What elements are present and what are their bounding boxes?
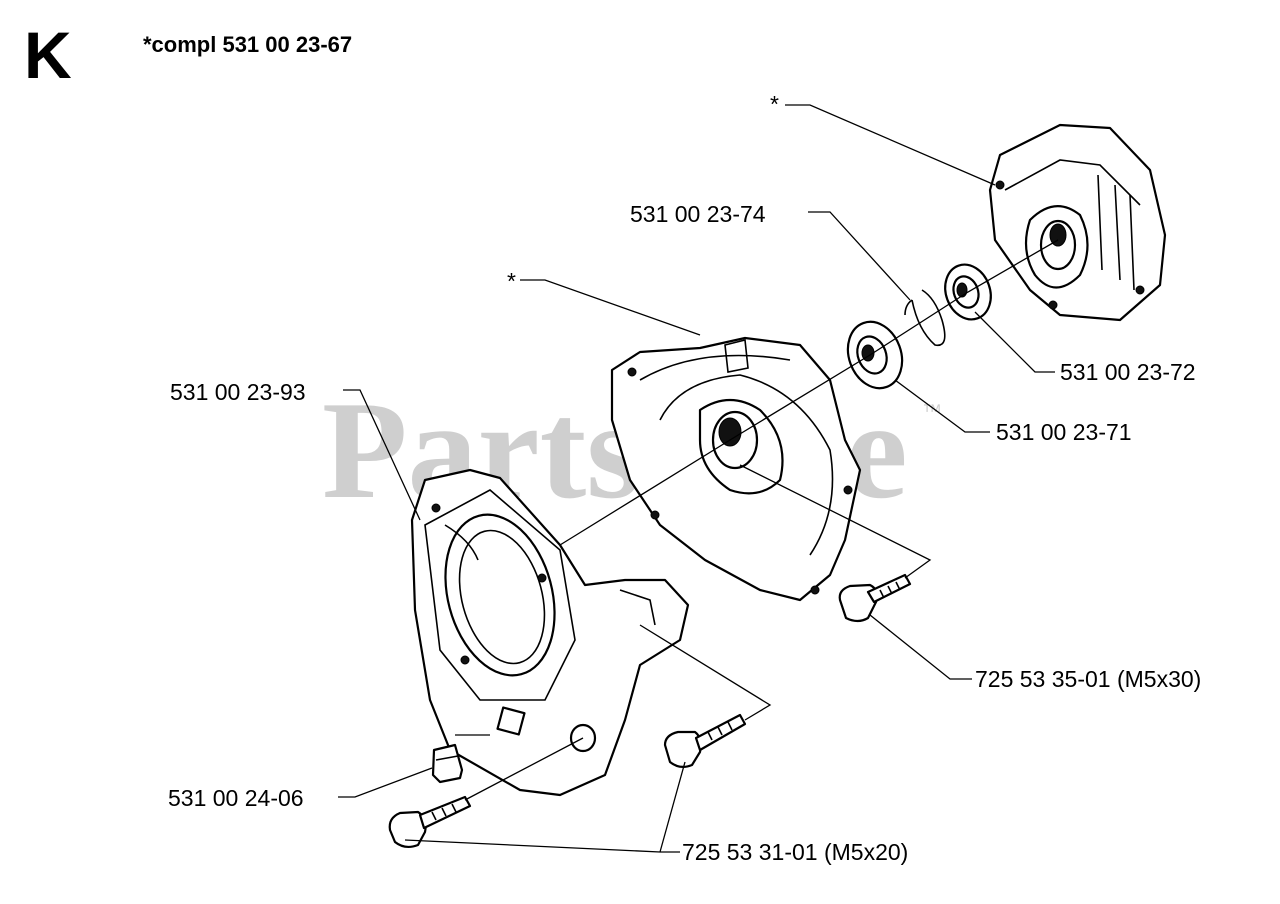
screw-m5x20-middle[interactable] <box>663 713 747 769</box>
callout-screw-m5x20: 725 53 31-01 (M5x20) <box>682 839 908 865</box>
callout-bearing-large: 531 00 23-71 <box>996 419 1132 445</box>
screw-m5x20-left[interactable] <box>388 795 472 849</box>
crankcase-left-half[interactable] <box>610 336 862 602</box>
circlip[interactable] <box>904 289 946 347</box>
screw-m5x30[interactable] <box>838 573 912 623</box>
callout-fan-housing: 531 00 23-93 <box>170 379 306 405</box>
callout-bearing-small: 531 00 23-72 <box>1060 359 1196 385</box>
cover-clip[interactable] <box>431 743 464 784</box>
complete-assembly-note: *compl 531 00 23-67 <box>143 32 352 57</box>
bearing-large[interactable] <box>839 314 911 396</box>
crankcase-right-half[interactable] <box>988 123 1167 322</box>
callout-cover-clip: 531 00 24-06 <box>168 785 304 811</box>
watermark-tm: ™ <box>922 401 942 423</box>
leader-lines <box>338 104 1059 853</box>
callout-crankcase-right: * <box>770 91 779 117</box>
callout-circlip: 531 00 23-74 <box>630 201 766 227</box>
callout-crankcase-left: * <box>507 268 516 294</box>
fan-housing[interactable] <box>410 468 690 797</box>
callout-screw-m5x30: 725 53 35-01 (M5x30) <box>975 666 1201 692</box>
section-letter: K <box>24 18 72 92</box>
